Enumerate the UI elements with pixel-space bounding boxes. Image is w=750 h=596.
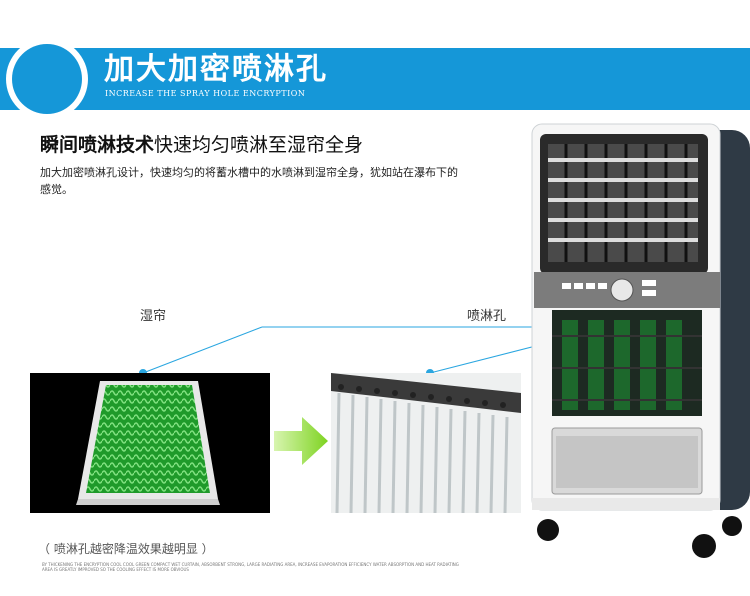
spray-hole-image — [331, 373, 521, 513]
banner-circle-inner — [12, 44, 82, 114]
headline-bold: 瞬间喷淋技术 — [40, 134, 155, 156]
wet-curtain-graphic — [76, 381, 220, 505]
arrow-right-icon — [274, 417, 328, 465]
caption: （ 喷淋孔越密降温效果越明显 ） — [38, 542, 214, 556]
spray-hole-graphic — [331, 373, 521, 513]
fine-print: BY THICKENING THE ENCRYPTION COOL COOL G… — [42, 562, 459, 572]
banner-subtitle: INCREASE THE SPRAY HOLE ENCRYPTION — [105, 89, 306, 98]
description: 加大加密喷淋孔设计，快速均匀的将蓄水槽中的水喷淋到湿帘全身，犹如站在瀑布下的感觉… — [40, 166, 458, 196]
headline-rest: 快速均匀喷淋至湿帘全身 — [154, 134, 364, 156]
air-cooler-image — [531, 123, 750, 558]
leader-line-curtain — [142, 326, 263, 374]
wet-curtain-image — [30, 373, 270, 513]
title-banner — [0, 48, 750, 110]
banner-title: 加大加密喷淋孔 — [104, 52, 328, 87]
spray-hole-label: 喷淋孔 — [467, 309, 507, 324]
wet-curtain-label: 湿帘 — [140, 309, 167, 324]
headline: 瞬间喷淋技术快速均匀喷淋至湿帘全身 — [40, 132, 363, 158]
